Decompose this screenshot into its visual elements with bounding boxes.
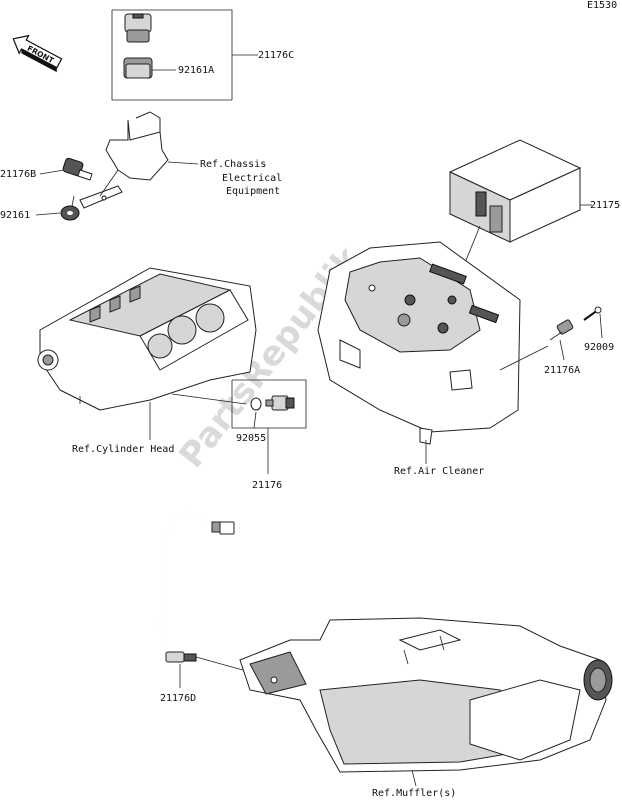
diagram-code: E1530 xyxy=(587,0,617,11)
temp-sensor-21176-icon xyxy=(265,395,295,411)
relay-bracket-icon xyxy=(79,111,169,209)
label-92055: 92055 xyxy=(236,433,266,444)
oxygen-sensor-21176D-icon xyxy=(159,511,251,673)
label-21176B: 21176B xyxy=(0,169,36,180)
label-92009: 92009 xyxy=(584,342,614,353)
sensor-21176B-icon xyxy=(62,157,93,181)
ref-chassis-line1: Ref.Chassis xyxy=(200,159,266,170)
screw-92009-icon xyxy=(583,306,602,321)
label-21176C: 21176C xyxy=(258,50,294,61)
grommet-92161-icon xyxy=(60,195,80,221)
relay-92161A-icon xyxy=(123,57,153,79)
air-cleaner-icon xyxy=(317,241,521,445)
label-92161A: 92161A xyxy=(178,65,214,76)
ref-chassis-line3: Equipment xyxy=(226,186,280,197)
ref-cylinder-head-label: Ref.Cylinder Head xyxy=(72,444,174,455)
muffler-icon xyxy=(239,617,613,773)
label-21176D: 21176D xyxy=(160,693,196,704)
label-92161: 92161 xyxy=(0,210,30,221)
front-arrow-icon: FRONT xyxy=(12,34,63,73)
washer-92055-icon xyxy=(250,397,262,411)
ref-air-cleaner-label: Ref.Air Cleaner xyxy=(394,466,484,477)
sensor-21176-group xyxy=(231,379,307,429)
ref-chassis-line2: Electrical xyxy=(222,173,282,184)
relay-21176C-group xyxy=(111,9,258,101)
ref-muffler-label: Ref.Muffler(s) xyxy=(372,788,456,799)
label-21175: 21175 xyxy=(590,200,620,211)
cylinder-head-icon xyxy=(37,267,257,411)
sensor-21176A-icon xyxy=(499,319,574,371)
label-21176: 21176 xyxy=(252,480,282,491)
label-21176A: 21176A xyxy=(544,365,580,376)
relay-connector-icon xyxy=(124,13,152,43)
